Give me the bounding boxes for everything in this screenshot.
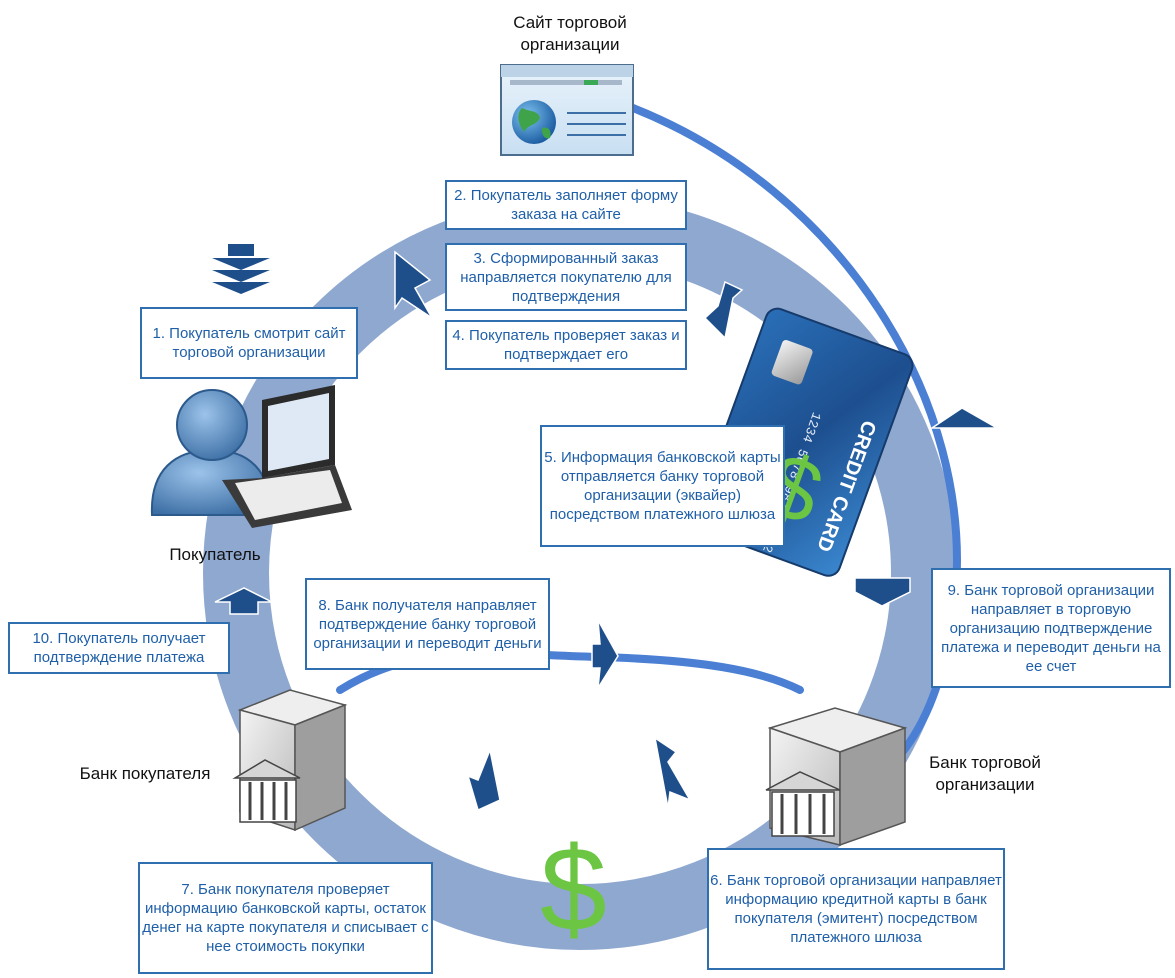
- ring-arrow-icon-1: [394, 250, 433, 319]
- step-2-text: 2. Покупатель заполняет форму заказа на …: [454, 187, 678, 223]
- merchant-site-label: Сайт торговой организации: [513, 13, 627, 54]
- step-9-box: 9. Банк торговой организации направляет …: [931, 568, 1171, 688]
- step-5-box: 5. Информация банковской карты отправляе…: [540, 425, 785, 547]
- flow-arrow-icon-step8: [591, 619, 619, 689]
- step-3-text: 3. Сформированный заказ направляется пок…: [460, 249, 672, 305]
- step-10-box: 10. Покупатель получает подтверждение пл…: [8, 622, 230, 674]
- step-10-text: 10. Покупатель получает подтверждение пл…: [32, 630, 206, 666]
- merchant-bank-building-icon: [765, 707, 908, 847]
- step-5-text: 5. Информация банковской карты отправляе…: [544, 449, 781, 523]
- step-7-box: 7. Банк покупателя проверяет информацию …: [138, 862, 433, 974]
- ring-arrow-icon-4: [929, 407, 1000, 429]
- step-2-box: 2. Покупатель заполняет форму заказа на …: [445, 180, 687, 230]
- step-1-text: 1. Покупатель смотрит сайт торговой орга…: [152, 325, 346, 361]
- flow-line-merchant-bank-to-site: [629, 104, 961, 759]
- step-4-text: 4. Покупатель проверяет заказ и подтверж…: [452, 327, 680, 363]
- buyer-label: Покупатель: [169, 545, 261, 564]
- step-6-box: 6. Банк торговой организации направляет …: [707, 848, 1005, 970]
- ring-arrow-icon-3: [854, 577, 911, 607]
- merchant-website-icon: [500, 64, 634, 156]
- merchant-bank-label: Банк торговой организации: [929, 753, 1041, 794]
- step-4-box: 4. Покупатель проверяет заказ и подтверж…: [445, 320, 687, 370]
- laptop-icon: [222, 385, 352, 528]
- step-3-box: 3. Сформированный заказ направляется пок…: [445, 243, 687, 311]
- step-6-text: 6. Банк торговой организации направляет …: [710, 872, 1002, 946]
- ring-arrow-icon-7: [214, 587, 273, 615]
- ring-arrow-icon-6: [466, 747, 501, 812]
- step-1-box: 1. Покупатель смотрит сайт торговой орга…: [140, 307, 358, 379]
- buyer-bank-label: Банк покупателя: [79, 764, 211, 783]
- step-8-box: 8. Банк получателя направляет подтвержде…: [305, 578, 550, 670]
- money-dollar-icon: $: [540, 822, 607, 956]
- stacked-chevrons-icon: [212, 244, 270, 294]
- step-9-text: 9. Банк торговой организации направляет …: [941, 581, 1161, 675]
- buyer-bank-building-icon: [232, 689, 348, 832]
- ring-arrow-icon-5: [653, 736, 692, 809]
- ring-arrow-icon-2: [703, 280, 744, 340]
- step-7-text: 7. Банк покупателя проверяет информацию …: [142, 881, 429, 955]
- step-8-text: 8. Банк получателя направляет подтвержде…: [313, 596, 542, 652]
